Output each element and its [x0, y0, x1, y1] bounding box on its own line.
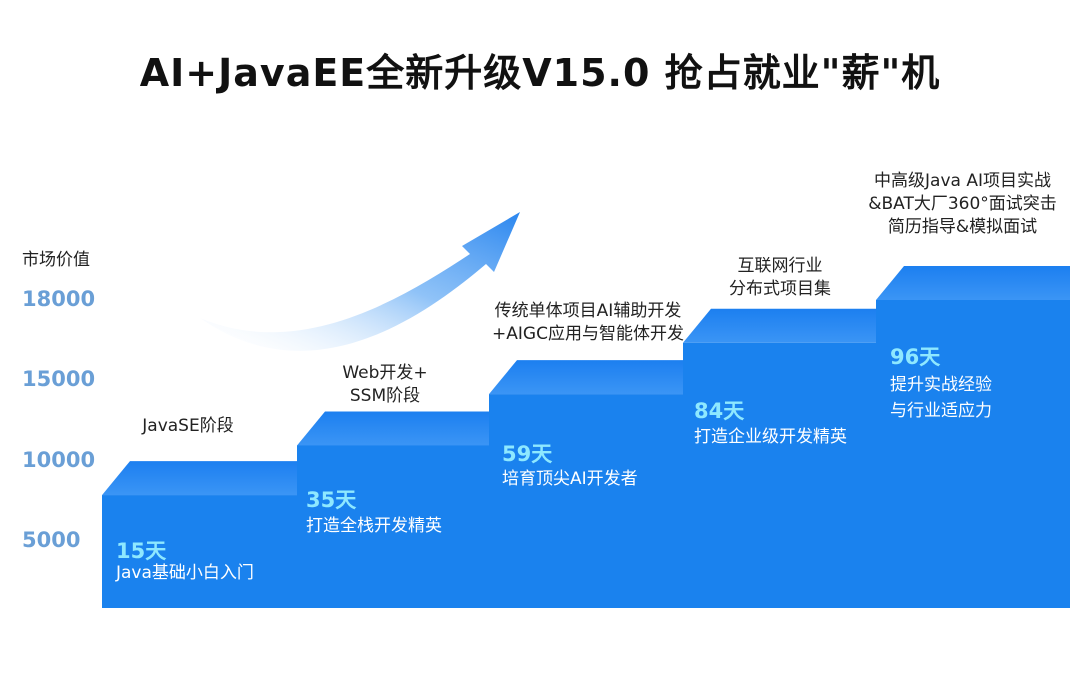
stage-bar-front-1 [102, 495, 297, 608]
stage-bar-front-4 [683, 342, 876, 608]
stage-bar-1 [102, 461, 297, 608]
stage-bar-5 [876, 266, 1070, 608]
stage-desc-2: 打造全栈开发精英 [306, 516, 442, 536]
stage-days-3: 59天 [502, 442, 553, 466]
stage-bar-3 [489, 360, 683, 608]
y-tick-10000: 10000 [22, 448, 96, 472]
stage-label-3: 传统单体项目AI辅助开发 +AIGC应用与智能体开发 [492, 301, 684, 344]
stage-bar-top-3 [489, 360, 683, 395]
stage-label-4: 互联网行业 分布式项目集 [729, 256, 831, 299]
stage-bar-top-1 [102, 461, 297, 496]
stage-desc-4: 打造企业级开发精英 [694, 427, 847, 447]
growth-arrow-icon [200, 212, 520, 351]
stage-bar-front-2 [297, 445, 489, 608]
chart-title: AI+JavaEE全新升级V15.0 抢占就业"薪"机 [139, 51, 941, 95]
stage-label-1: JavaSE阶段 [142, 416, 234, 436]
y-tick-5000: 5000 [22, 528, 81, 552]
stage-bar-front-5 [876, 300, 1070, 608]
stage-bar-front-3 [489, 394, 683, 608]
stage-label-2: Web开发+ SSM阶段 [342, 363, 428, 406]
stage-bar-top-2 [297, 411, 489, 446]
stage-days-4: 84天 [694, 399, 745, 423]
stage-bar-top-4 [683, 308, 876, 343]
stage-bar-top-5 [876, 266, 1070, 300]
stage-days-2: 35天 [306, 488, 357, 512]
stage-days-1: 15天 [116, 539, 167, 563]
stage-bar-4 [683, 308, 876, 608]
stage-label-5: 中高级Java AI项目实战 &BAT大厂360°面试突击 简历指导&模拟面试 [868, 171, 1057, 237]
y-tick-18000: 18000 [22, 287, 96, 311]
stage-desc-3: 培育顶尖AI开发者 [502, 469, 638, 489]
stage-days-5: 96天 [890, 345, 941, 369]
stage-bar-2 [297, 411, 489, 608]
y-tick-15000: 15000 [22, 367, 96, 391]
stage-desc-5: 提升实战经验 与行业适应力 [890, 375, 992, 421]
stage-desc-1: Java基础小白入门 [116, 563, 254, 583]
y-axis-label: 市场价值 [22, 250, 90, 270]
